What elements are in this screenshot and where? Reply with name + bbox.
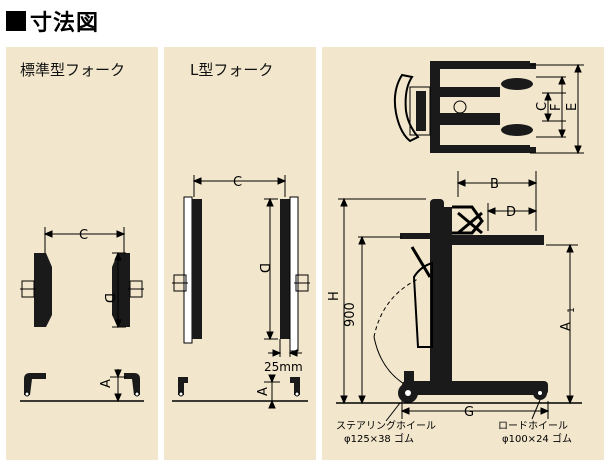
right-fork-shape xyxy=(112,253,130,327)
dim-25mm: 25mm xyxy=(264,360,303,374)
dim-a1: A xyxy=(559,322,574,331)
dim-a1-sub: 1 xyxy=(567,307,577,313)
load-wheel-spec: φ100×24 ゴム xyxy=(502,432,572,445)
dim-b: B xyxy=(490,177,499,192)
dim-g: G xyxy=(464,405,474,420)
l-type-fork-drawing: C D 25mm xyxy=(172,175,310,409)
dim-a-l: A xyxy=(256,387,271,396)
steering-wheel-name: ステアリングホイール xyxy=(336,419,436,432)
side-view-drawing: C F E B D xyxy=(327,61,584,445)
dim-d-l: D xyxy=(256,263,271,273)
dim-a: A xyxy=(99,379,114,388)
dim-e: E xyxy=(565,103,580,111)
dim-900: 900 xyxy=(343,302,358,327)
dim-h: H xyxy=(327,291,342,301)
l-type-fork-panel: L型フォーク C D xyxy=(164,47,316,460)
left-fork-shape xyxy=(34,253,52,327)
dim-d-side: D xyxy=(506,205,516,220)
standard-fork-panel: 標準型フォーク C D xyxy=(6,47,158,460)
page-title: 寸法図 xyxy=(6,4,99,38)
title-square-icon xyxy=(6,11,26,31)
dim-c: C xyxy=(79,228,88,243)
dim-d: D xyxy=(101,293,116,303)
dim-f: F xyxy=(549,104,564,111)
standard-fork-label: 標準型フォーク xyxy=(20,61,126,79)
side-view-panel: C F E B D xyxy=(322,47,604,460)
dim-c-top: C xyxy=(535,102,550,111)
standard-fork-drawing: C D A xyxy=(20,227,144,403)
top-view xyxy=(393,61,536,153)
title-text: 寸法図 xyxy=(30,11,100,36)
load-wheel-name: ロードホイール xyxy=(498,420,568,432)
l-type-fork-label: L型フォーク xyxy=(190,61,274,79)
dim-c-l: C xyxy=(233,175,242,190)
steering-wheel-spec: φ125×38 ゴム xyxy=(344,432,414,445)
